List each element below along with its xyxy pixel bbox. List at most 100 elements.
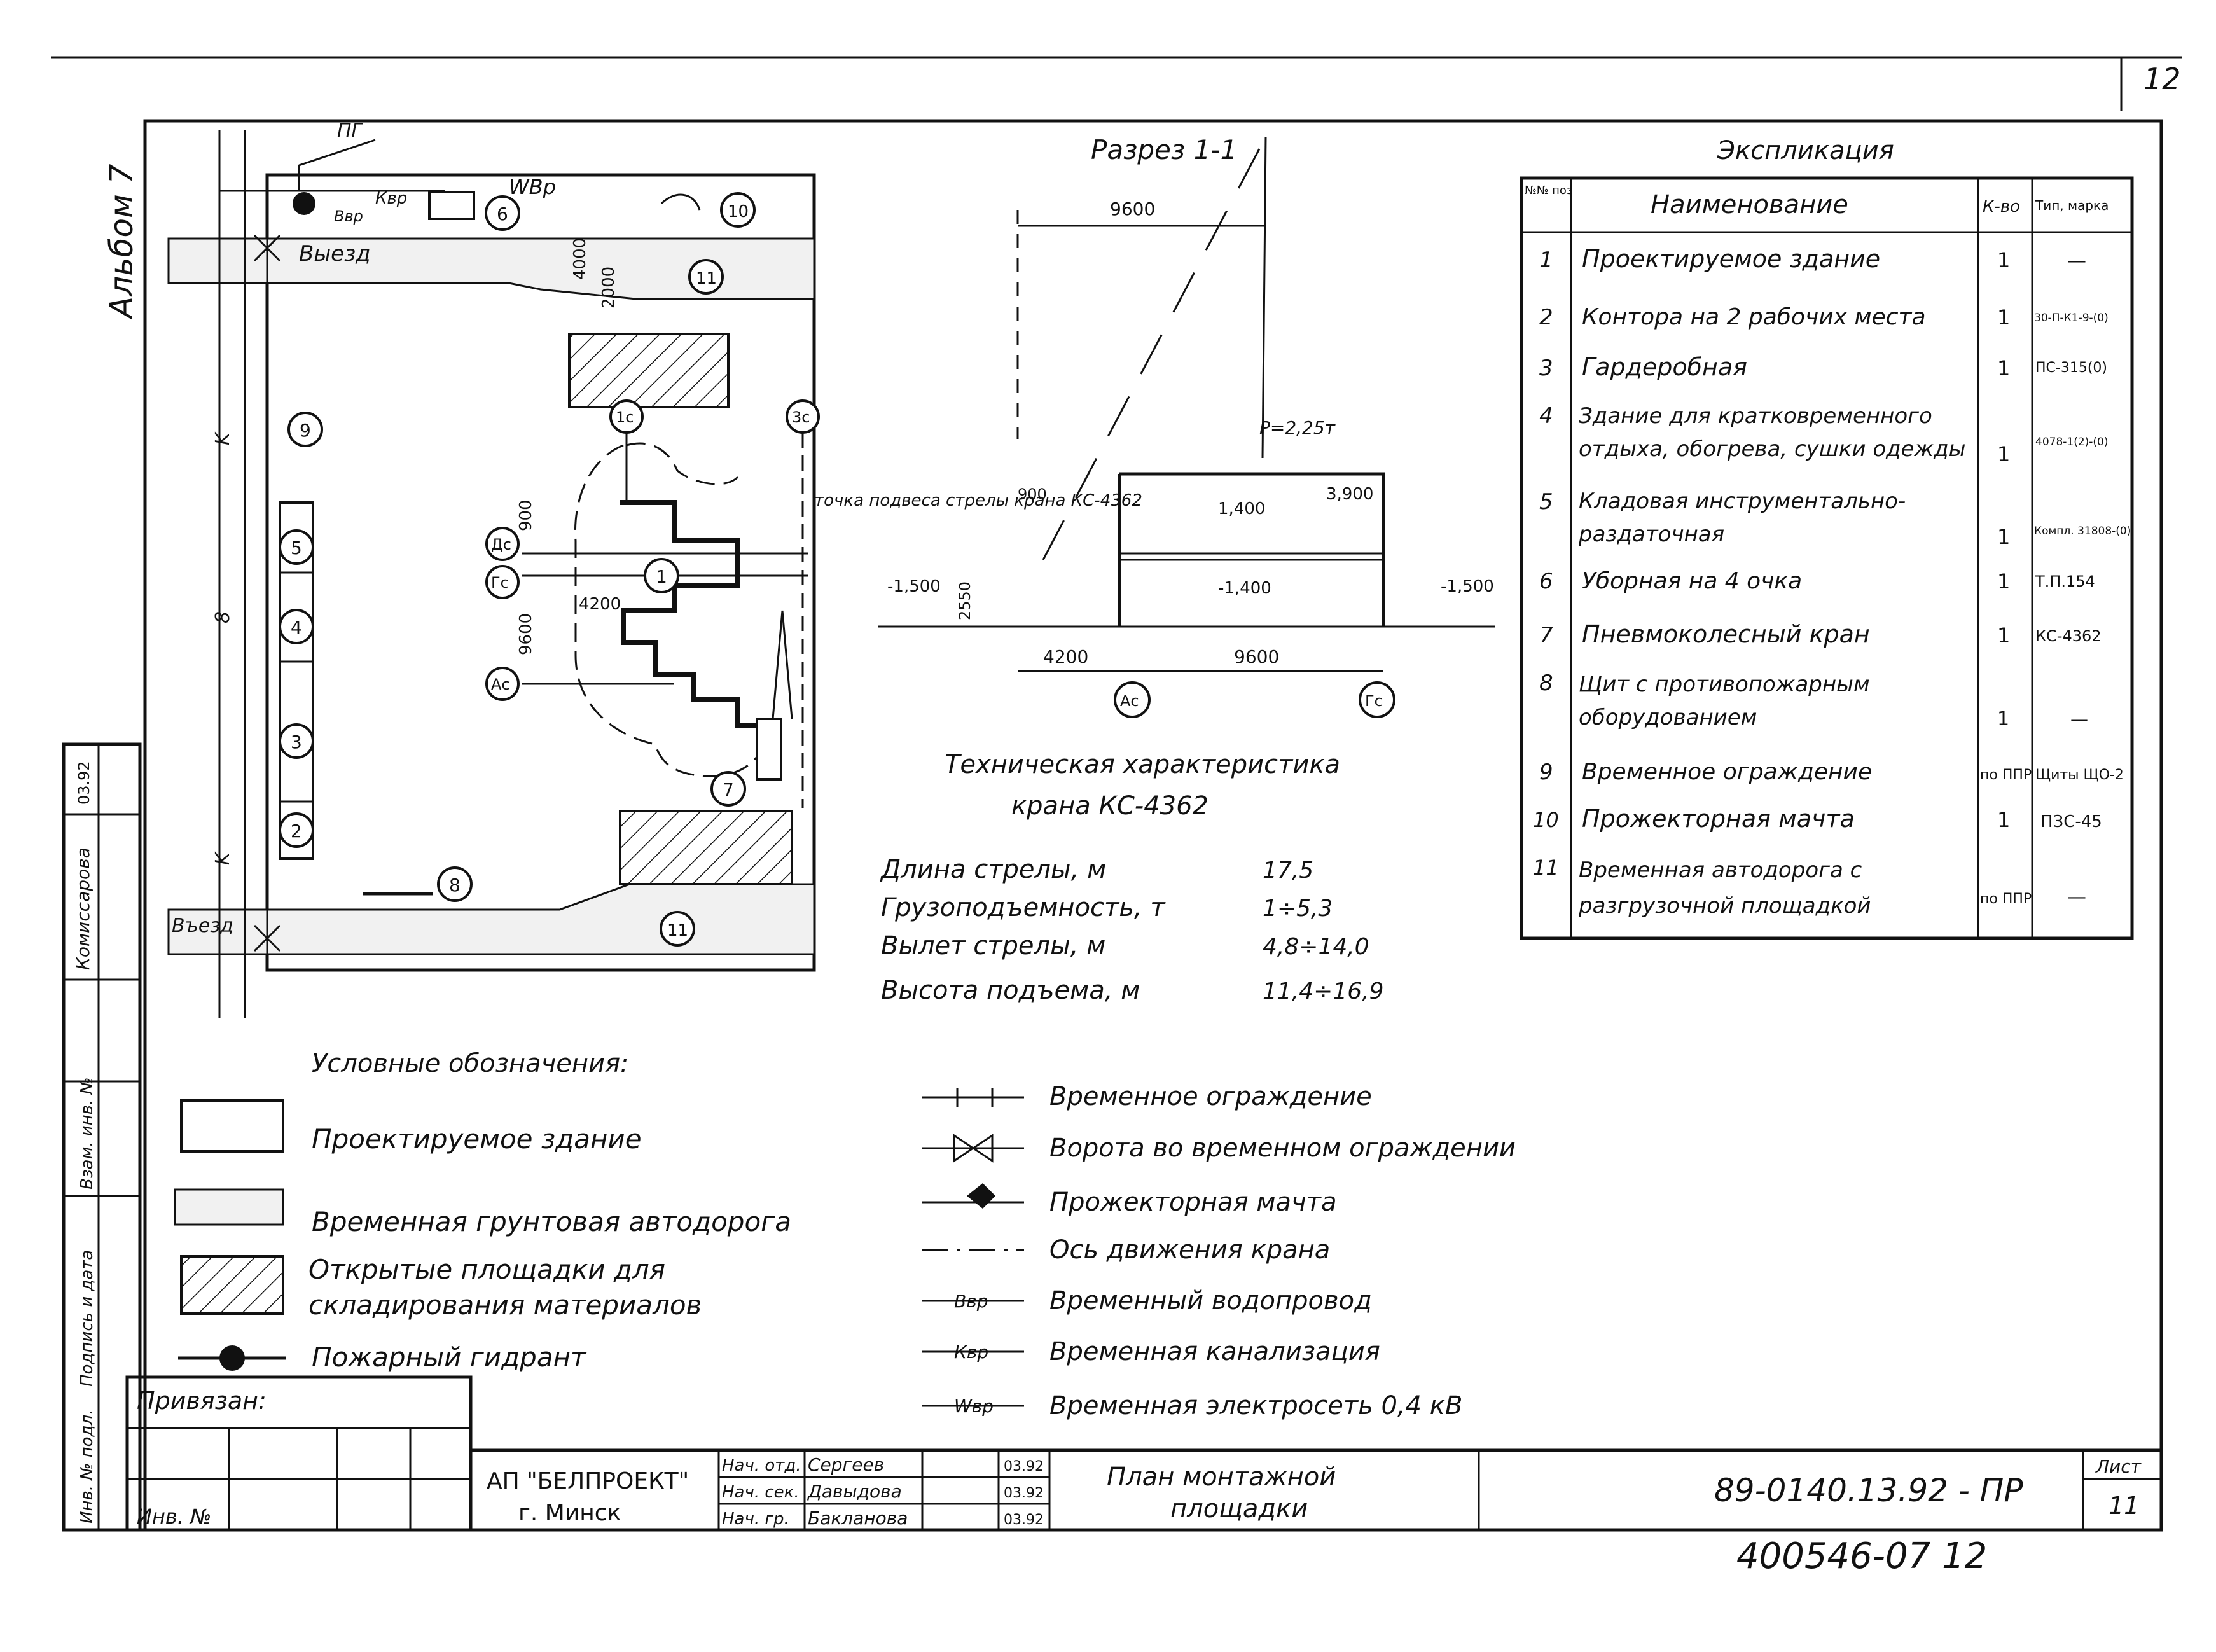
legend-right-item: Ворота во временном ограждении bbox=[1049, 1134, 1516, 1163]
org-name: АП "БЕЛПРОЕКТ" bbox=[487, 1468, 689, 1494]
svg-text:11: 11 bbox=[696, 269, 717, 288]
section-1-1: Разрез 1-1 9600 P=2,25т 900 2550 -1,500 … bbox=[878, 134, 1495, 718]
svg-text:3с: 3с bbox=[792, 408, 810, 426]
crane-movement-axis-top bbox=[626, 442, 739, 485]
exp-type: 30-П-К1-9-(0) bbox=[2034, 312, 2109, 324]
crane-specs: Техническая характеристика крана КС-4362… bbox=[880, 750, 1383, 1005]
gate-top-icon bbox=[253, 234, 281, 262]
exp-num: 3 bbox=[1539, 356, 1553, 381]
spec-row-label: Грузоподъемность, т bbox=[881, 893, 1166, 922]
strip-date: 03.92 bbox=[75, 761, 93, 805]
label-k-upper: K bbox=[212, 431, 234, 445]
exp-num: 11 bbox=[1533, 856, 1559, 880]
dim-900: 900 bbox=[516, 499, 536, 531]
staff-name: Бакланова bbox=[808, 1508, 908, 1529]
legend-swatch-storage bbox=[180, 1255, 284, 1315]
legend-code: Wвр bbox=[954, 1396, 994, 1417]
legend-left-item: Временная грунтовая автодорога bbox=[312, 1206, 791, 1237]
privyazan-label: Привязан: bbox=[137, 1387, 267, 1415]
exp-name-wrap: Щит с противопожарным оборудованием bbox=[1579, 672, 1870, 730]
section-dim-9600-top: 9600 bbox=[1110, 198, 1155, 219]
level-neg-1400: -1,400 bbox=[1218, 579, 1271, 598]
left-strip-frame bbox=[62, 742, 142, 1532]
exp-name: Временное ограждение bbox=[1582, 759, 1872, 785]
exp-num: 8 bbox=[1539, 670, 1553, 696]
drawing-title-1: План монтажной bbox=[1107, 1462, 1336, 1492]
label-exit: Выезд bbox=[299, 241, 371, 267]
org-city: г. Минск bbox=[518, 1500, 621, 1526]
section-axis-gc: Гс bbox=[1359, 681, 1395, 718]
staff-role: Нач. гр. bbox=[722, 1510, 789, 1529]
svg-text:Дс: Дс bbox=[491, 536, 511, 553]
legend-left-item: Пожарный гидрант bbox=[312, 1342, 587, 1373]
svg-text:4: 4 bbox=[291, 617, 302, 638]
exp-type: — bbox=[2070, 709, 2088, 730]
exp-qty: 1 bbox=[1997, 808, 2010, 832]
strip-name: Комиссарова bbox=[73, 847, 93, 970]
hydrant-leader-2 bbox=[298, 139, 376, 167]
header-num: №№ поз bbox=[1525, 184, 1573, 197]
svg-text:Гс: Гс bbox=[491, 574, 509, 592]
crane-boom-line bbox=[1042, 136, 1267, 560]
exp-name-wrap: Кладовая инструментально-раздаточная bbox=[1579, 489, 1906, 547]
staff-date: 03.92 bbox=[1004, 1459, 1044, 1475]
level-1400: 1,400 bbox=[1218, 499, 1265, 518]
exp-type: — bbox=[2067, 250, 2086, 272]
section-building bbox=[1118, 472, 1385, 627]
marker-6: 6 bbox=[485, 195, 520, 231]
section-title: Разрез 1-1 bbox=[1091, 134, 1237, 165]
spec-row-value: 1÷5,3 bbox=[1263, 896, 1333, 922]
sheet-number: 11 bbox=[2109, 1492, 2139, 1520]
exp-type: Щиты ЩО-2 bbox=[2035, 767, 2124, 783]
exp-type: Т.П.154 bbox=[2035, 573, 2095, 590]
exp-name-wrap: Здание для кратковременного отдыха, обог… bbox=[1579, 403, 1966, 462]
staff-date: 03.92 bbox=[1004, 1485, 1044, 1501]
exp-qty: 1 bbox=[1997, 525, 2010, 549]
load-label: P=2,25т bbox=[1259, 417, 1336, 438]
label-k-lower: K bbox=[212, 851, 234, 865]
exp-qty: 1 bbox=[1997, 708, 2009, 730]
drawing-title-2: площадки bbox=[1170, 1494, 1308, 1524]
svg-text:2: 2 bbox=[291, 821, 302, 842]
strip-row-label: Взам. инв. № bbox=[78, 1077, 97, 1190]
level-neg-1500-right: -1,500 bbox=[1441, 577, 1494, 596]
legend-code: Квр bbox=[954, 1342, 988, 1363]
legend: Условные обозначения: Проектируемое здан… bbox=[174, 1049, 1516, 1420]
storage-area-bottom bbox=[619, 810, 793, 885]
marker-3: 3 bbox=[279, 723, 314, 759]
exp-type: ПС-315(0) bbox=[2035, 360, 2107, 376]
exp-num: 1 bbox=[1539, 247, 1553, 273]
marker-1: 1 bbox=[644, 558, 679, 593]
legend-right-item: Временное ограждение bbox=[1049, 1082, 1372, 1111]
legend-left-item: Проектируемое здание bbox=[312, 1123, 642, 1155]
label-wbp-top: WВр bbox=[509, 175, 556, 199]
legend-code: Ввр bbox=[954, 1291, 988, 1312]
floodlight-icon bbox=[660, 193, 701, 211]
dim-4000: 4000 bbox=[571, 238, 590, 280]
exp-qty: 1 bbox=[1997, 442, 2010, 466]
exp-name: Контора на 2 рабочих места bbox=[1582, 304, 1926, 330]
exp-type: ПЗС-45 bbox=[2040, 812, 2102, 831]
svg-text:7: 7 bbox=[723, 779, 734, 800]
exp-qty: 1 bbox=[1997, 356, 2010, 380]
svg-text:8: 8 bbox=[449, 875, 461, 896]
section-dim-900: 900 bbox=[1018, 485, 1047, 503]
specs-title-line2: крана КС-4362 bbox=[1011, 791, 1208, 821]
svg-text:5: 5 bbox=[291, 538, 302, 559]
site-plan: ПГ WВр Квр Ввр Выезд Въезд 4000 2000 bbox=[167, 120, 1142, 1018]
svg-text:Гс: Гс bbox=[1365, 692, 1383, 710]
svg-text:11: 11 bbox=[667, 921, 688, 940]
staff-name: Давыдова bbox=[807, 1481, 902, 1502]
spec-row-value: 11,4÷16,9 bbox=[1263, 978, 1383, 1004]
staff-role: Нач. сек. bbox=[722, 1483, 800, 1502]
staff-role: Нач. отд. bbox=[722, 1456, 801, 1475]
header-type: Тип, марка bbox=[2035, 198, 2109, 213]
explication-table: Экспликация №№ поз Наименование К-во Тип… bbox=[1520, 136, 2134, 940]
label-eight: 8 bbox=[212, 611, 234, 623]
exp-name: Уборная на 4 очка bbox=[1582, 568, 1802, 594]
explication-title: Экспликация bbox=[1717, 136, 1894, 165]
level-neg-1500-left: -1,500 bbox=[887, 577, 941, 596]
exp-qty: 1 bbox=[1997, 623, 2010, 648]
legend-right-item: Временный водопровод bbox=[1049, 1286, 1372, 1315]
